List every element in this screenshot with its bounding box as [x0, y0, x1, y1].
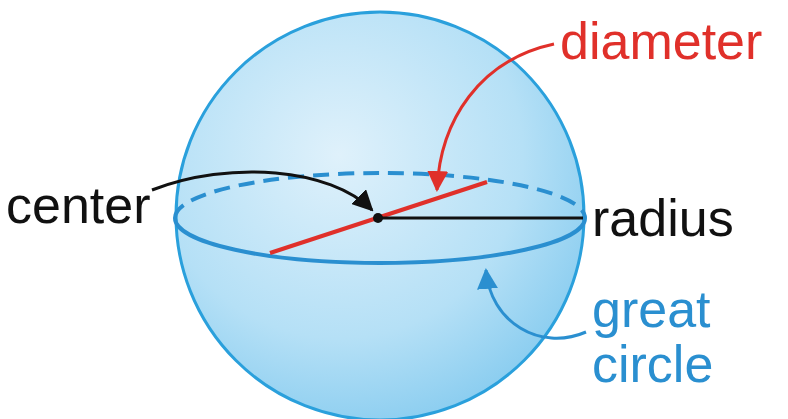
radius-line	[378, 217, 583, 220]
great-circle-back	[175, 173, 585, 218]
diameter-leader	[437, 44, 554, 190]
great-circle-front	[175, 218, 585, 263]
sphere	[176, 12, 584, 419]
great-circle-leader	[486, 270, 586, 338]
center-dot	[373, 213, 383, 223]
center-label: center	[6, 178, 151, 233]
diameter-label: diameter	[560, 14, 762, 69]
great-circle-label: great circle	[592, 282, 742, 391]
radius-label: radius	[592, 191, 734, 246]
center-leader	[152, 172, 372, 210]
